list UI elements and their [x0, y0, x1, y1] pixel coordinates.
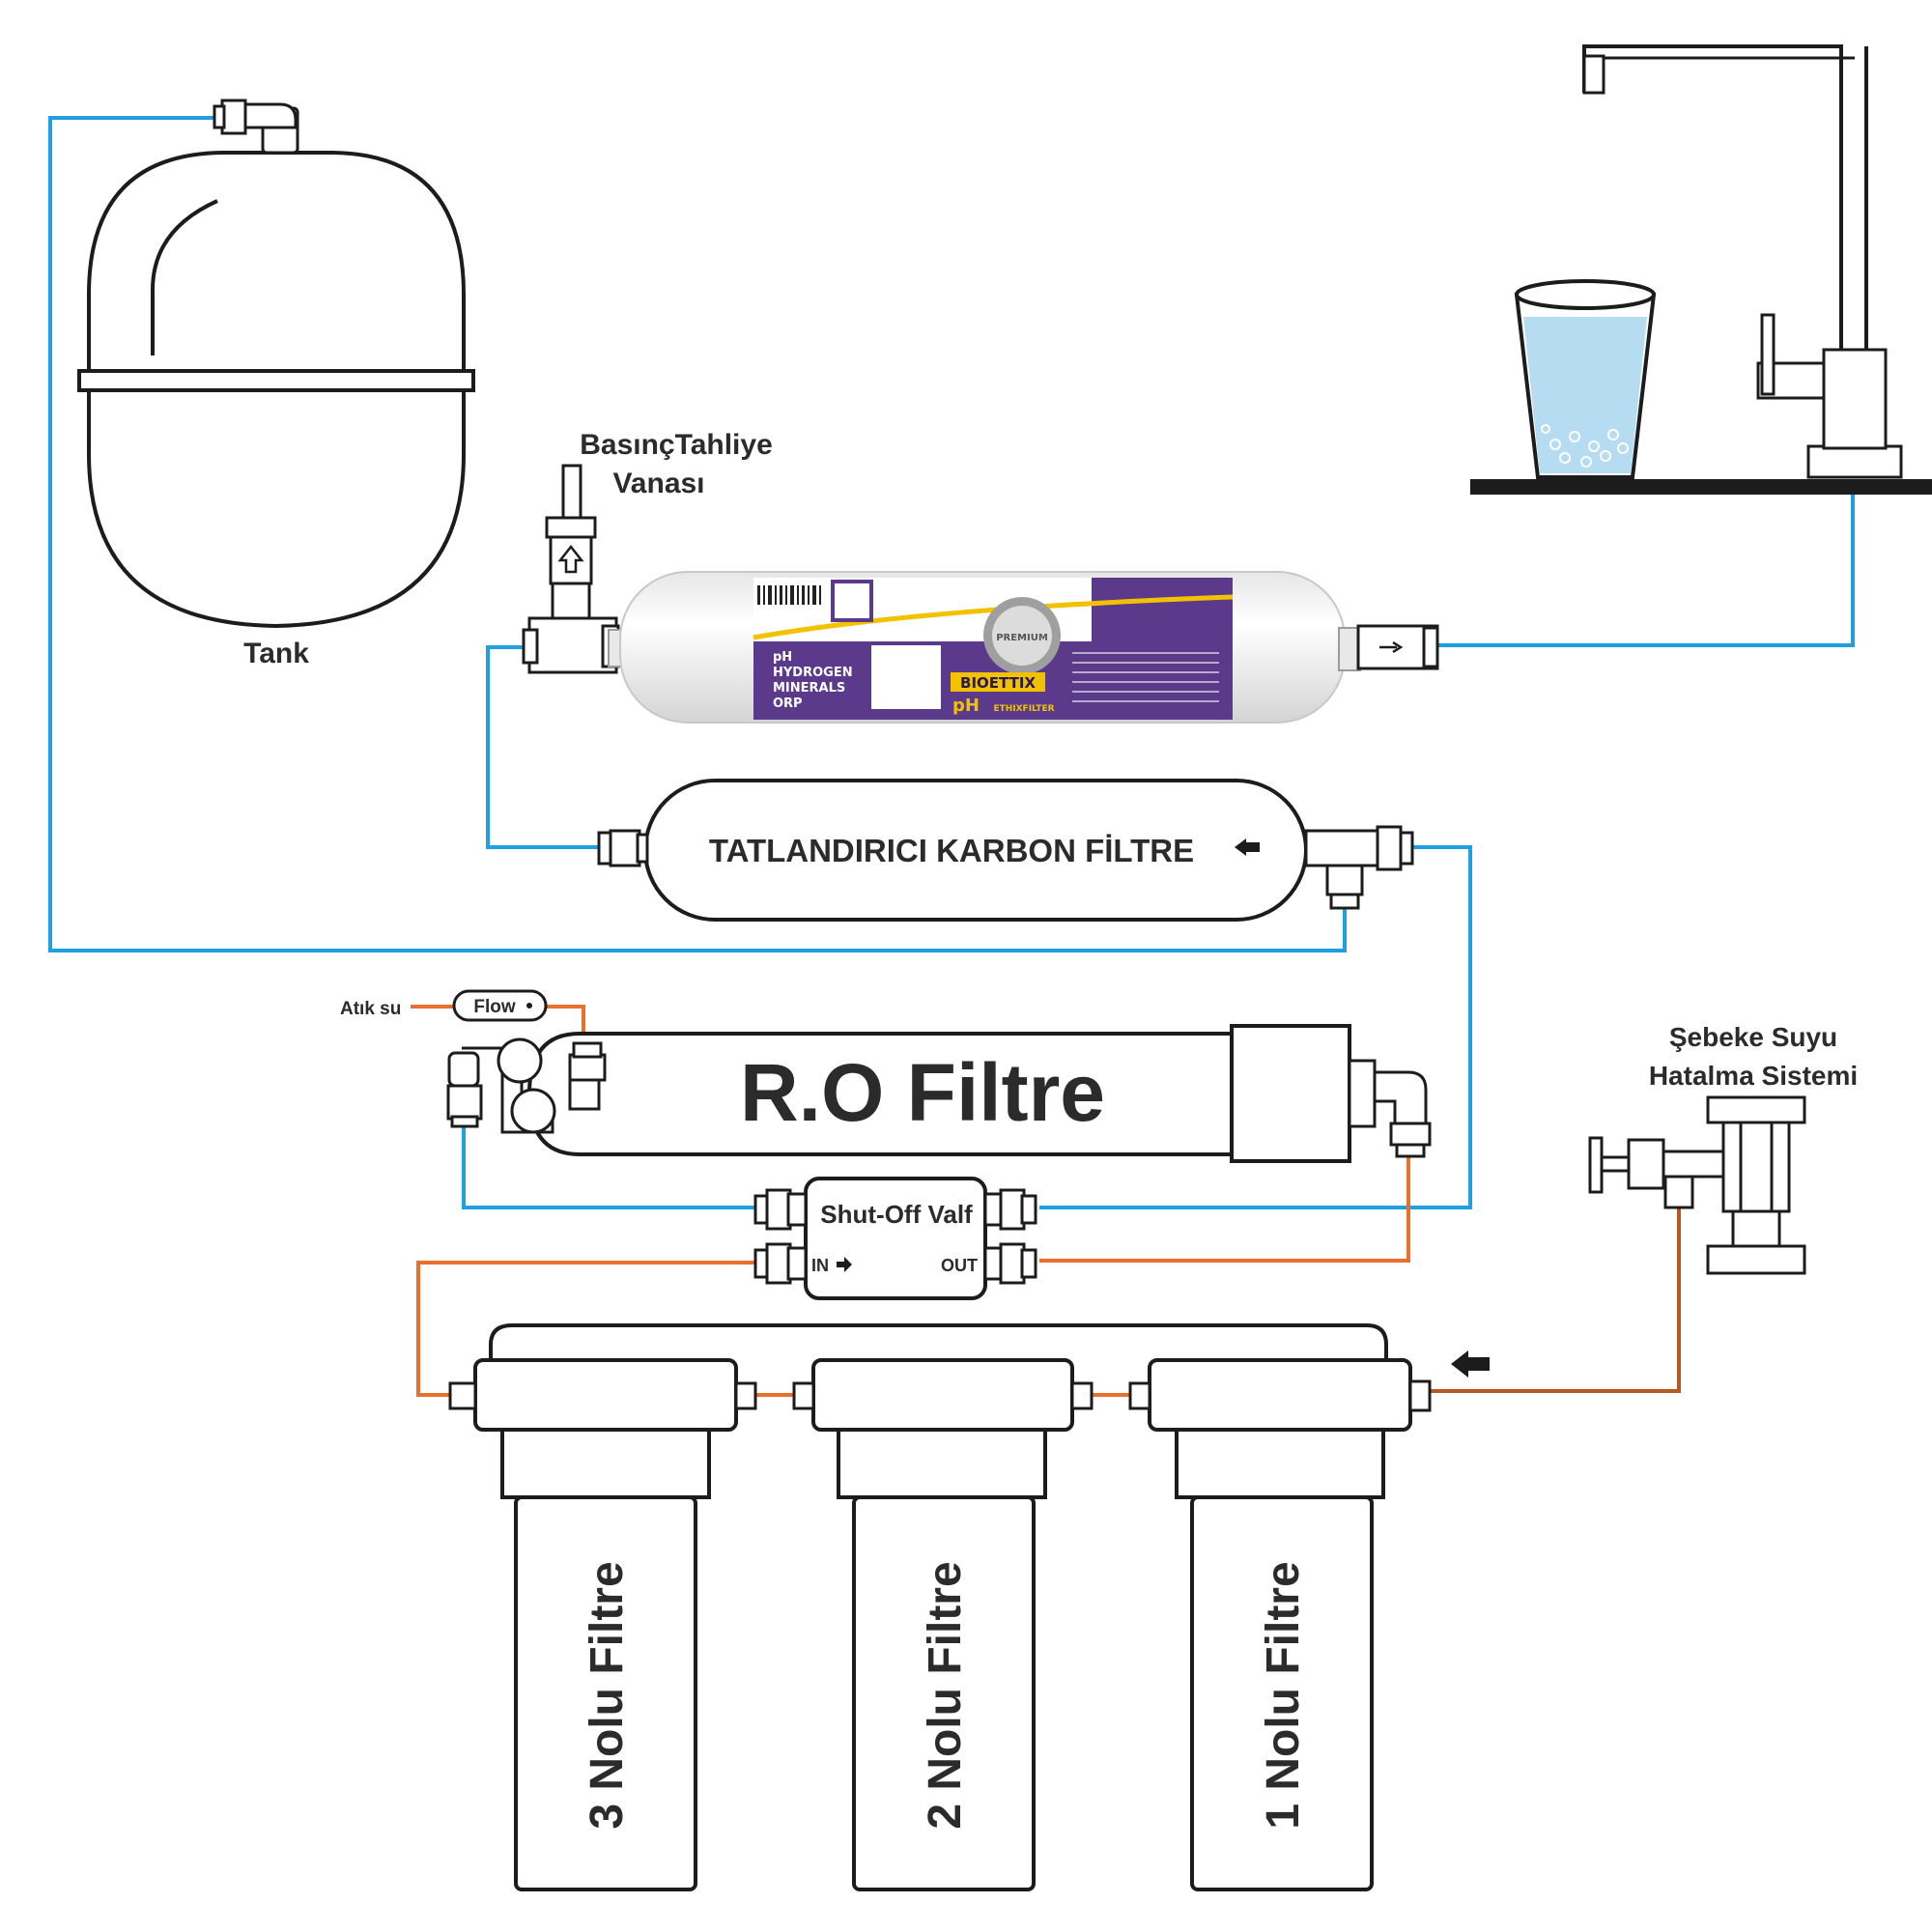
filter-1: 1 Nolu Filtre [1128, 1358, 1432, 1891]
mains-label-line1: Şebeke Suyu [1669, 1022, 1837, 1052]
pressure-valve-label-line1: BasınçTahliye [580, 429, 773, 461]
carbon-filter: TATLANDIRICI KARBON FİLTRE [597, 779, 1414, 922]
pressure-relief-valve: BasınçTahliye Vanası [522, 429, 773, 674]
feature-ph: pH [773, 650, 792, 665]
ph-mark: pH [952, 696, 980, 716]
prefilter-bracket [489, 1323, 1388, 1362]
shutoff-in-label: IN [811, 1256, 829, 1275]
filter2-label: 2 Nolu Filtre [920, 1561, 971, 1829]
qr-code [831, 580, 873, 622]
carbon-to-valve-line [486, 645, 601, 849]
tank-line [48, 116, 1347, 952]
mains-supply-valve: Şebeke Suyu Hatalma Sistemi [1588, 1022, 1858, 1275]
flow-label: Flow [473, 997, 515, 1017]
upward-arrow-icon [557, 544, 584, 574]
flow-arrow-icon [837, 1257, 852, 1272]
flow-arrow-icon [1379, 640, 1404, 654]
pipes [48, 116, 1855, 1397]
shutoff-valve-label: Shut-Off Valf [820, 1200, 973, 1229]
flow-arrow-icon [1451, 1350, 1490, 1378]
mains-label-line2: Hatalma Sistemi [1649, 1061, 1858, 1091]
ph-cartridge: PREMIUM BIOETTIX ETHIXFILTER pH pH HYDRO… [608, 571, 1439, 724]
pressure-valve-label-line2: Vanası [612, 468, 704, 499]
shutoff-to-ro-line [1039, 1157, 1410, 1263]
ro-filter-label: R.O Filtre [740, 1047, 1105, 1138]
filter-3: 3 Nolu Filtre [448, 1358, 757, 1891]
glass-icon [1514, 279, 1657, 479]
tank-label: Tank [243, 638, 309, 669]
flow-arrow-icon [1235, 838, 1260, 856]
feature-hydrogen: HYDROGEN [773, 666, 853, 680]
filter1-label: 1 Nolu Filtre [1258, 1561, 1309, 1829]
ro-filter: R.O Filtre [446, 1024, 1432, 1163]
shutoff-to-carbon-line [1039, 845, 1472, 1209]
barcode [757, 585, 821, 605]
filter3-label: 3 Nolu Filtre [582, 1561, 633, 1829]
flow-restrictor: Atık su Flow [340, 989, 548, 1022]
waste-water-label: Atık su [340, 999, 401, 1019]
tank: Tank [77, 99, 475, 669]
feature-orp: ORP [773, 696, 803, 711]
ro-to-shutoff-line [462, 1122, 755, 1209]
faucet [1470, 44, 1932, 495]
premium-badge: PREMIUM [996, 633, 1048, 643]
feature-minerals: MINERALS [773, 681, 845, 696]
counter-top [1470, 479, 1932, 495]
series-label: ETHIXFILTER [993, 704, 1054, 714]
filter-2: 2 Nolu Filtre [792, 1358, 1094, 1891]
shutoff-out-label: OUT [941, 1256, 978, 1275]
shutoff-valve: Shut-Off Valf IN OUT [753, 1177, 1037, 1300]
filter3-to-shutoff-line [416, 1261, 755, 1397]
brand-label: BIOETTIX [960, 674, 1036, 692]
mains-line [1428, 1208, 1681, 1393]
ph-to-faucet-line [1437, 493, 1855, 647]
carbon-filter-label: TATLANDIRICI KARBON FİLTRE [709, 833, 1194, 868]
